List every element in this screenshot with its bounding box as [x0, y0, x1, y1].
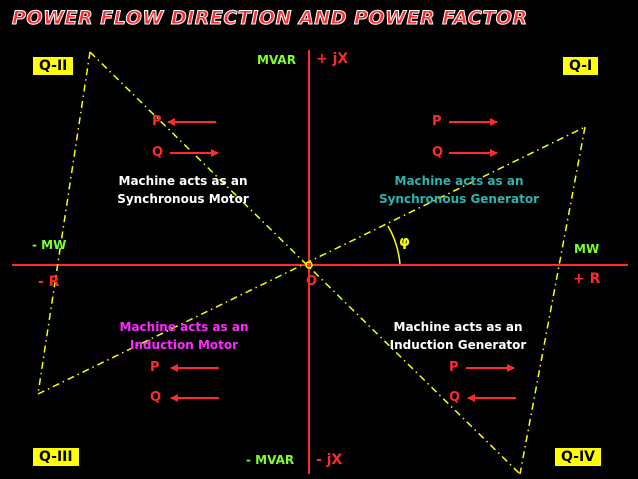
q4-description: Machine acts as an Induction Generator: [363, 318, 553, 354]
quadrant-3-label: Q-III: [32, 447, 80, 467]
q2-description: Machine acts as an Synchronous Motor: [88, 172, 278, 208]
axis-label-minus-mvar: - MVAR: [246, 453, 295, 467]
q2-description-line2: Synchronous Motor: [117, 192, 249, 206]
axis-label-plus-jx: + jX: [316, 51, 349, 67]
axis-label-plus-r: + R: [573, 271, 601, 287]
axis-label-minus-r: - R: [38, 274, 60, 290]
q2-description-line1: Machine acts as an: [118, 174, 248, 188]
diagram-title: POWER FLOW DIRECTION AND POWER FACTOR: [12, 7, 528, 30]
q1-q-label: Q: [432, 145, 444, 160]
angle-arc: [387, 225, 401, 265]
q1-description: Machine acts as an Synchronous Generator: [364, 172, 554, 208]
q4-description-line1: Machine acts as an: [393, 320, 523, 334]
quadrant-2-label: Q-II: [32, 56, 75, 76]
q3-p-label: P: [150, 360, 160, 375]
quadrant-4-label: Q-IV: [554, 447, 603, 467]
axis-label-mvar: MVAR: [257, 53, 296, 67]
quadrant-1-label: Q-I: [562, 56, 600, 76]
q4-p-label: P: [449, 360, 459, 375]
edge-line-right: [519, 126, 586, 475]
q2-q-label: Q: [152, 145, 164, 160]
diagonal-line-q3-q1: [37, 126, 586, 395]
q4-q-label: Q: [449, 390, 461, 405]
origin-marker: [305, 261, 313, 269]
axis-label-mw: MW: [574, 242, 600, 256]
q3-description: Machine acts as an Induction Motor: [89, 318, 279, 354]
q1-description-line1: Machine acts as an: [394, 174, 524, 188]
axis-label-minus-jx: - jX: [316, 452, 343, 468]
angle-phi-label: φ: [399, 234, 410, 250]
q1-p-label: P: [432, 114, 442, 129]
q4-description-line2: Induction Generator: [389, 338, 527, 352]
q2-p-label: P: [152, 114, 162, 129]
q3-q-label: Q: [150, 390, 162, 405]
q1-description-line2: Synchronous Generator: [378, 192, 540, 206]
q3-description-line2: Induction Motor: [129, 338, 239, 352]
axis-label-minus-mw: - MW: [32, 238, 67, 252]
q3-description-line1: Machine acts as an: [119, 320, 249, 334]
origin-label: O: [306, 274, 318, 289]
edge-line-left: [37, 51, 91, 395]
